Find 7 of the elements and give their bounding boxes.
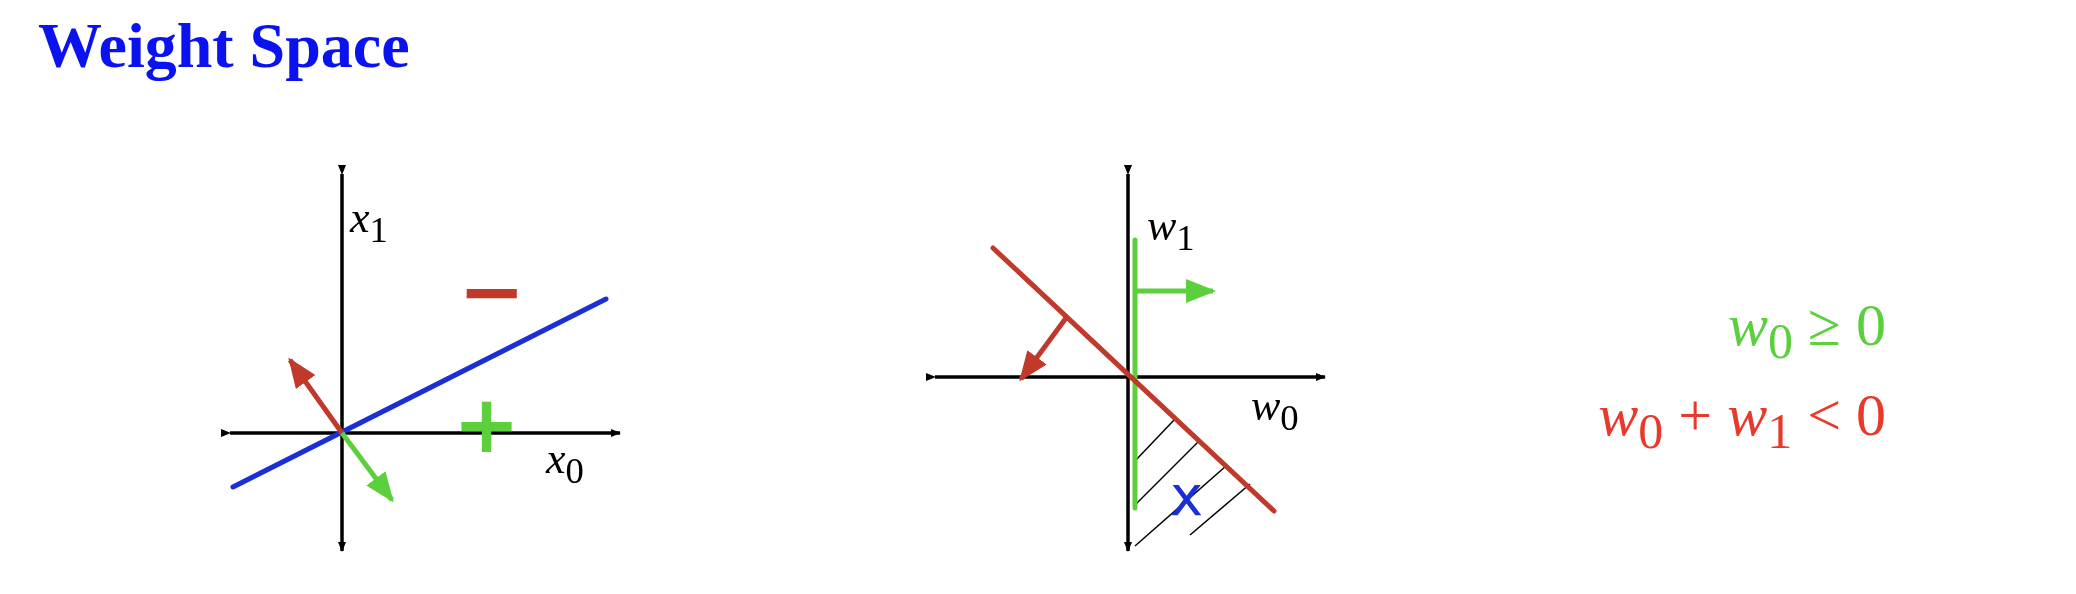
axis-label: w$_{0}$ [1251,384,1299,437]
axis-label: x$_{1}$ [350,196,388,249]
axis-label: x$_{0}$ [546,437,584,490]
minus-sign: − [458,252,526,332]
axis-label: w$_{1}$ [1147,204,1195,257]
inequality: w$_{0}$ + w$_{1}$ < 0 [1598,385,1886,456]
inequality: w$_{0}$ ≥ 0 [1728,295,1886,366]
